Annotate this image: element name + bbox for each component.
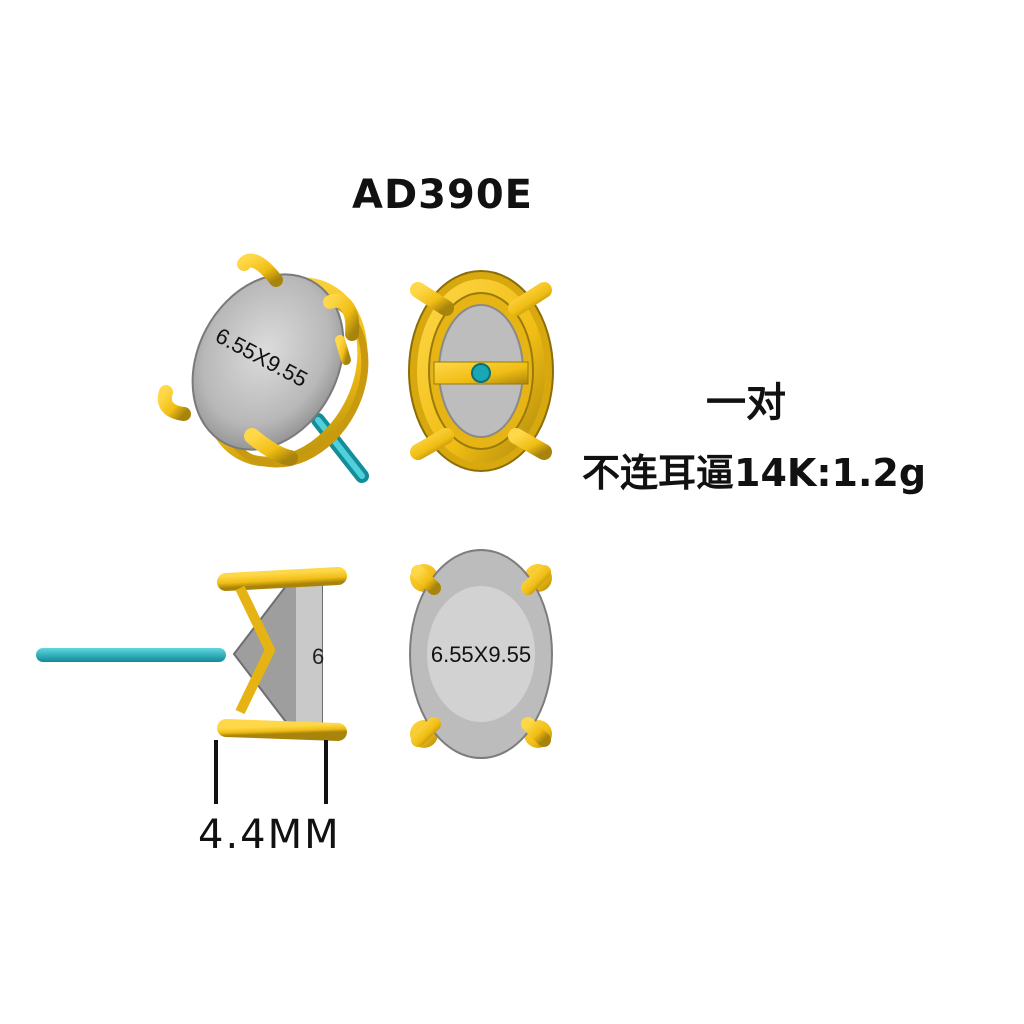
earring-front-view-icon: [409, 549, 553, 759]
earring-top-view-icon: [408, 270, 554, 472]
side-stone-partial-label: 6: [312, 644, 324, 669]
earring-side-view-icon: [36, 554, 347, 804]
front-stone-label: 6.55X9.55: [431, 642, 531, 667]
spec-label: 不连耳逼14K:1.2g: [582, 451, 927, 495]
height-dimension-label: 4.4MM: [198, 812, 341, 858]
earring-perspective-icon: [157, 253, 369, 483]
model-code-title: AD390E: [352, 172, 533, 218]
pair-label: 一对: [706, 380, 786, 426]
